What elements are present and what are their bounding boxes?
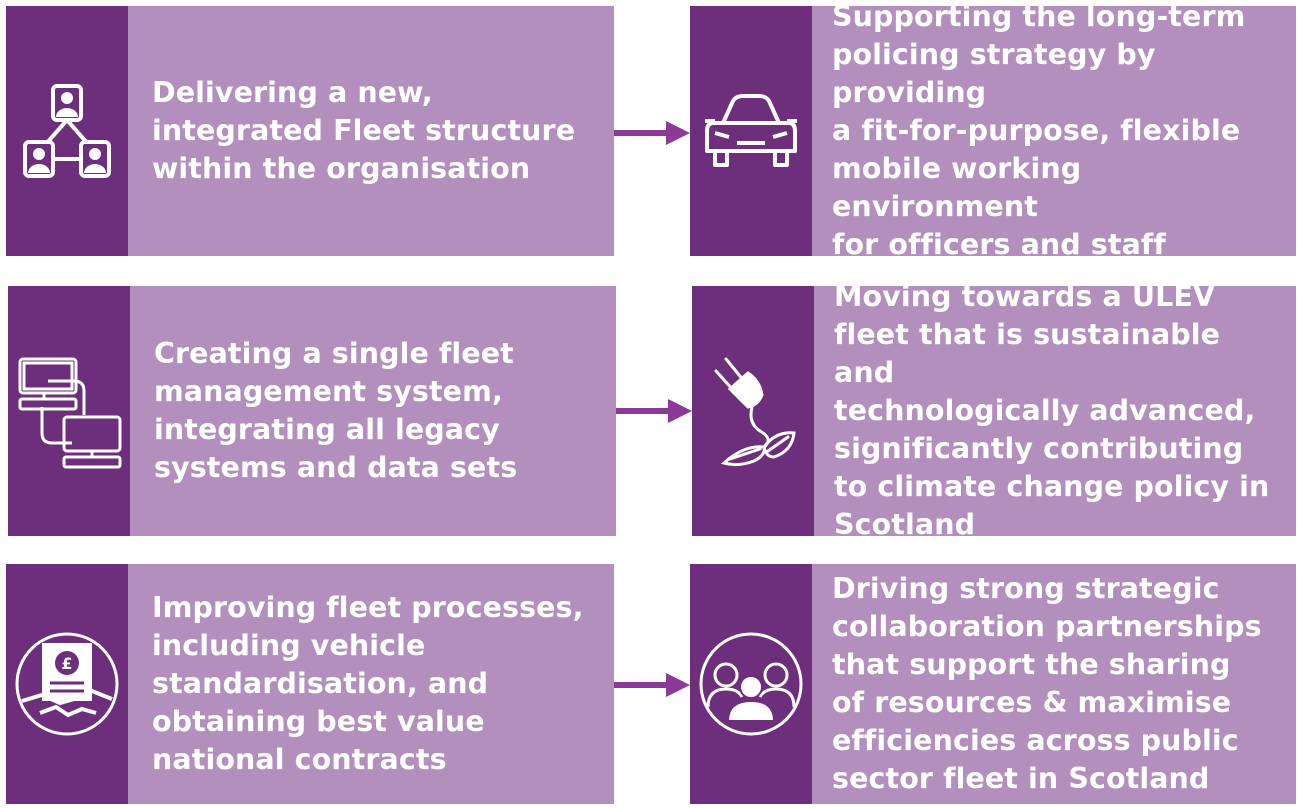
card-policing-strategy: Supporting the long-term policing strate… xyxy=(690,0,1296,261)
text-panel: Improving fleet processes, including veh… xyxy=(128,564,614,804)
card-text: Creating a single fleet management syste… xyxy=(154,337,518,484)
card-text: Delivering a new, integrated Fleet struc… xyxy=(152,76,576,185)
card-fleet-processes: £ Improving fleet processes, including v… xyxy=(6,564,614,804)
card-text: Improving fleet processes, including veh… xyxy=(152,591,584,776)
text-panel: Creating a single fleet management syste… xyxy=(130,286,616,536)
people-network-icon xyxy=(23,84,111,178)
icon-panel xyxy=(690,6,812,256)
card-text: Driving strong strategic collaboration p… xyxy=(832,572,1262,795)
card-fleet-structure: Delivering a new, integrated Fleet struc… xyxy=(6,6,614,256)
icon-panel xyxy=(6,6,128,256)
arrow-right-icon xyxy=(614,121,690,145)
card-collaboration-partnerships: Driving strong strategic collaboration p… xyxy=(690,564,1296,804)
icon-panel xyxy=(690,564,812,804)
card-text: Moving towards a ULEV fleet that is sust… xyxy=(834,280,1270,541)
collaboration-people-icon xyxy=(699,632,803,736)
card-ulev-fleet: Moving towards a ULEV fleet that is sust… xyxy=(692,280,1296,541)
svg-text:£: £ xyxy=(61,654,72,673)
arrow-right-icon xyxy=(616,399,692,423)
card-text: Supporting the long-term policing strate… xyxy=(832,0,1246,261)
connected-computers-icon xyxy=(18,357,122,469)
card-fleet-management-system: Creating a single fleet management syste… xyxy=(8,286,616,536)
text-panel: Delivering a new, integrated Fleet struc… xyxy=(128,6,614,256)
text-panel: Supporting the long-term policing strate… xyxy=(812,0,1296,261)
icon-panel: £ xyxy=(6,564,128,804)
contract-handshake-icon: £ xyxy=(15,632,119,736)
eco-plug-icon xyxy=(714,357,796,467)
icon-panel xyxy=(8,286,130,536)
icon-panel xyxy=(692,286,814,536)
arrow-right-icon xyxy=(614,673,690,697)
text-panel: Driving strong strategic collaboration p… xyxy=(812,564,1296,804)
text-panel: Moving towards a ULEV fleet that is sust… xyxy=(814,280,1296,541)
car-icon xyxy=(705,94,797,167)
